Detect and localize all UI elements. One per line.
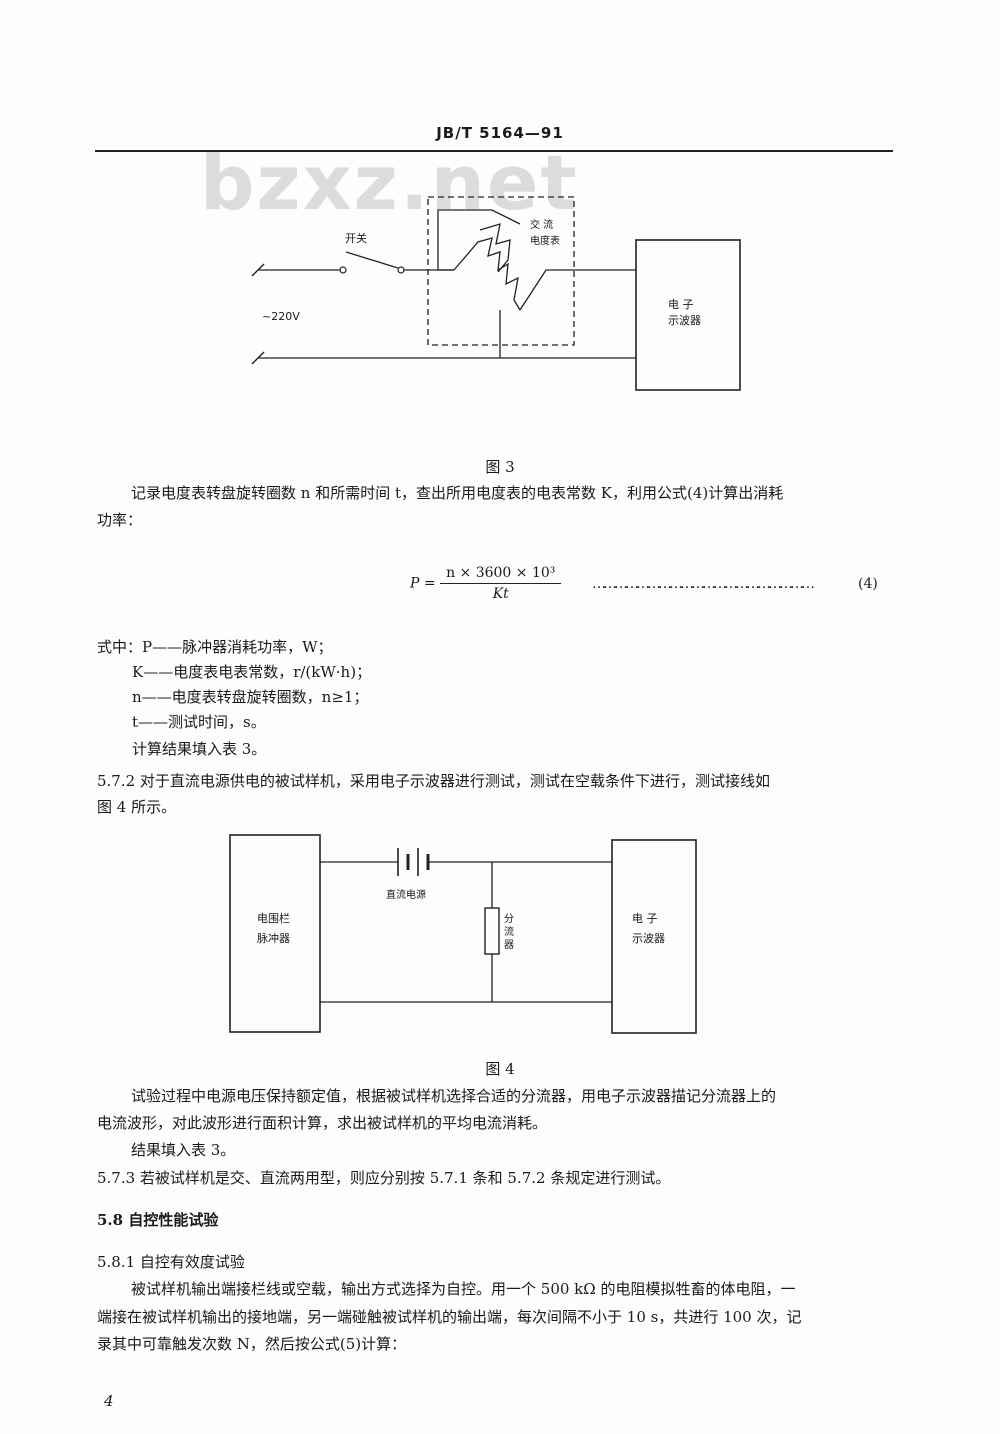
oscilloscope-box-fig4 bbox=[611, 839, 697, 1034]
result-note-2: 结果填入表 3。 bbox=[131, 1141, 236, 1159]
scope4-label-2: 示波器 bbox=[632, 932, 665, 945]
oscilloscope-box-fig3 bbox=[635, 239, 741, 391]
formula-denominator: Kt bbox=[492, 586, 509, 602]
where-p: 式中：P——脉冲器消耗功率，W； bbox=[97, 638, 333, 656]
section-5-7-2: 5.7.2 对于直流电源供电的被试样机，采用电子示波器进行测试，测试在空载条件下… bbox=[97, 772, 770, 790]
dc-source-label: 直流电源 bbox=[386, 888, 426, 901]
section-5-8-heading: 5.8 自控性能试验 bbox=[97, 1211, 219, 1229]
switch-contact-left bbox=[339, 266, 347, 274]
scope-label-2: 示波器 bbox=[668, 314, 701, 327]
switch-contact-right bbox=[397, 266, 405, 274]
page-number: 4 bbox=[104, 1392, 114, 1410]
figure-4-caption: 图 4 bbox=[485, 1060, 515, 1078]
section-5-7-2-cont: 图 4 所示。 bbox=[97, 798, 177, 816]
result-note-1: 计算结果填入表 3。 bbox=[132, 740, 267, 758]
formula-fraction: n × 3600 × 10³ Kt bbox=[440, 565, 562, 602]
shunt-label-2: 流 bbox=[504, 925, 514, 938]
wire-meter-to-scope bbox=[519, 269, 636, 311]
section-5-7-3: 5.7.3 若被试样机是交、直流两用型，则应分别按 5.7.1 条和 5.7.2… bbox=[97, 1169, 671, 1187]
pulser-label-2: 脉冲器 bbox=[257, 931, 290, 945]
paragraph-record-text: 记录电度表转盘旋转圈数 n 和所需时间 t，查出所用电度表的电表常数 K，利用公… bbox=[131, 484, 784, 502]
meter-label-2: 电度表 bbox=[530, 234, 560, 247]
voltage-coil bbox=[479, 223, 511, 273]
where-t: t——测试时间，s。 bbox=[132, 713, 266, 731]
where-k: K——电度表电表常数，r/(kW·h)； bbox=[132, 663, 372, 681]
formula-number: (4) bbox=[858, 576, 878, 592]
where-n: n——电度表转盘旋转圈数，n≥1； bbox=[132, 688, 369, 706]
watermark: bzxz.net bbox=[200, 138, 579, 227]
section-5-8-1-heading: 5.8.1 自控有效度试验 bbox=[97, 1253, 245, 1271]
figure-4-diagram: 电围栏 脉冲器 直流电源 分 流 器 电 子 示波器 bbox=[229, 834, 697, 1034]
meter-enclosure bbox=[427, 196, 575, 346]
shunt-label-3: 器 bbox=[504, 939, 514, 951]
paragraph-auto-control: 被试样机输出端接栏线或空载，输出方式选择为自控。用一个 500 kΩ 的电阻模拟… bbox=[131, 1280, 796, 1298]
shunt-resistor bbox=[484, 907, 500, 955]
formula-leader: …………………………………………………… bbox=[592, 576, 815, 592]
source-label: ~220V bbox=[262, 310, 300, 323]
formula-4: P = n × 3600 × 10³ Kt bbox=[410, 565, 562, 602]
paragraph-test-process-2: 电流波形，对此波形进行面积计算，求出被试样机的平均电流消耗。 bbox=[97, 1114, 548, 1132]
header-rule bbox=[95, 150, 893, 152]
fence-pulser-box bbox=[229, 834, 321, 1033]
formula-numerator: n × 3600 × 10³ bbox=[440, 565, 562, 584]
switch-label: 开关 bbox=[345, 231, 367, 245]
paragraph-test-process: 试验过程中电源电压保持额定值，根据被试样机选择合适的分流器，用电子示波器描记分流… bbox=[131, 1087, 777, 1105]
switch-blade bbox=[345, 251, 399, 269]
meter-label-1: 交 流 bbox=[530, 218, 553, 231]
document-id: JB/T 5164—91 bbox=[436, 124, 564, 142]
scope-label-1: 电 子 bbox=[668, 298, 694, 311]
figure-3-caption: 图 3 bbox=[485, 458, 515, 476]
voltage-coil-lead bbox=[437, 209, 521, 271]
paragraph-auto-control-2: 端接在被试样机输出的接地端，另一端碰触被试样机的输出端，每次间隔不小于 10 s… bbox=[97, 1308, 802, 1326]
paragraph-record-text-2: 功率： bbox=[97, 511, 143, 529]
scope4-label-1: 电 子 bbox=[632, 912, 658, 925]
paragraph-auto-control-3: 录其中可靠触发次数 N，然后按公式(5)计算： bbox=[97, 1335, 407, 1353]
shunt-label-1: 分 bbox=[504, 913, 514, 925]
figure-3-diagram: 开关 ~220V 交 流 电度表 电 子 示波器 bbox=[251, 196, 741, 391]
pulser-label-1: 电围栏 bbox=[257, 911, 290, 925]
formula-lhs: P = bbox=[410, 575, 436, 592]
current-coil bbox=[453, 237, 521, 311]
